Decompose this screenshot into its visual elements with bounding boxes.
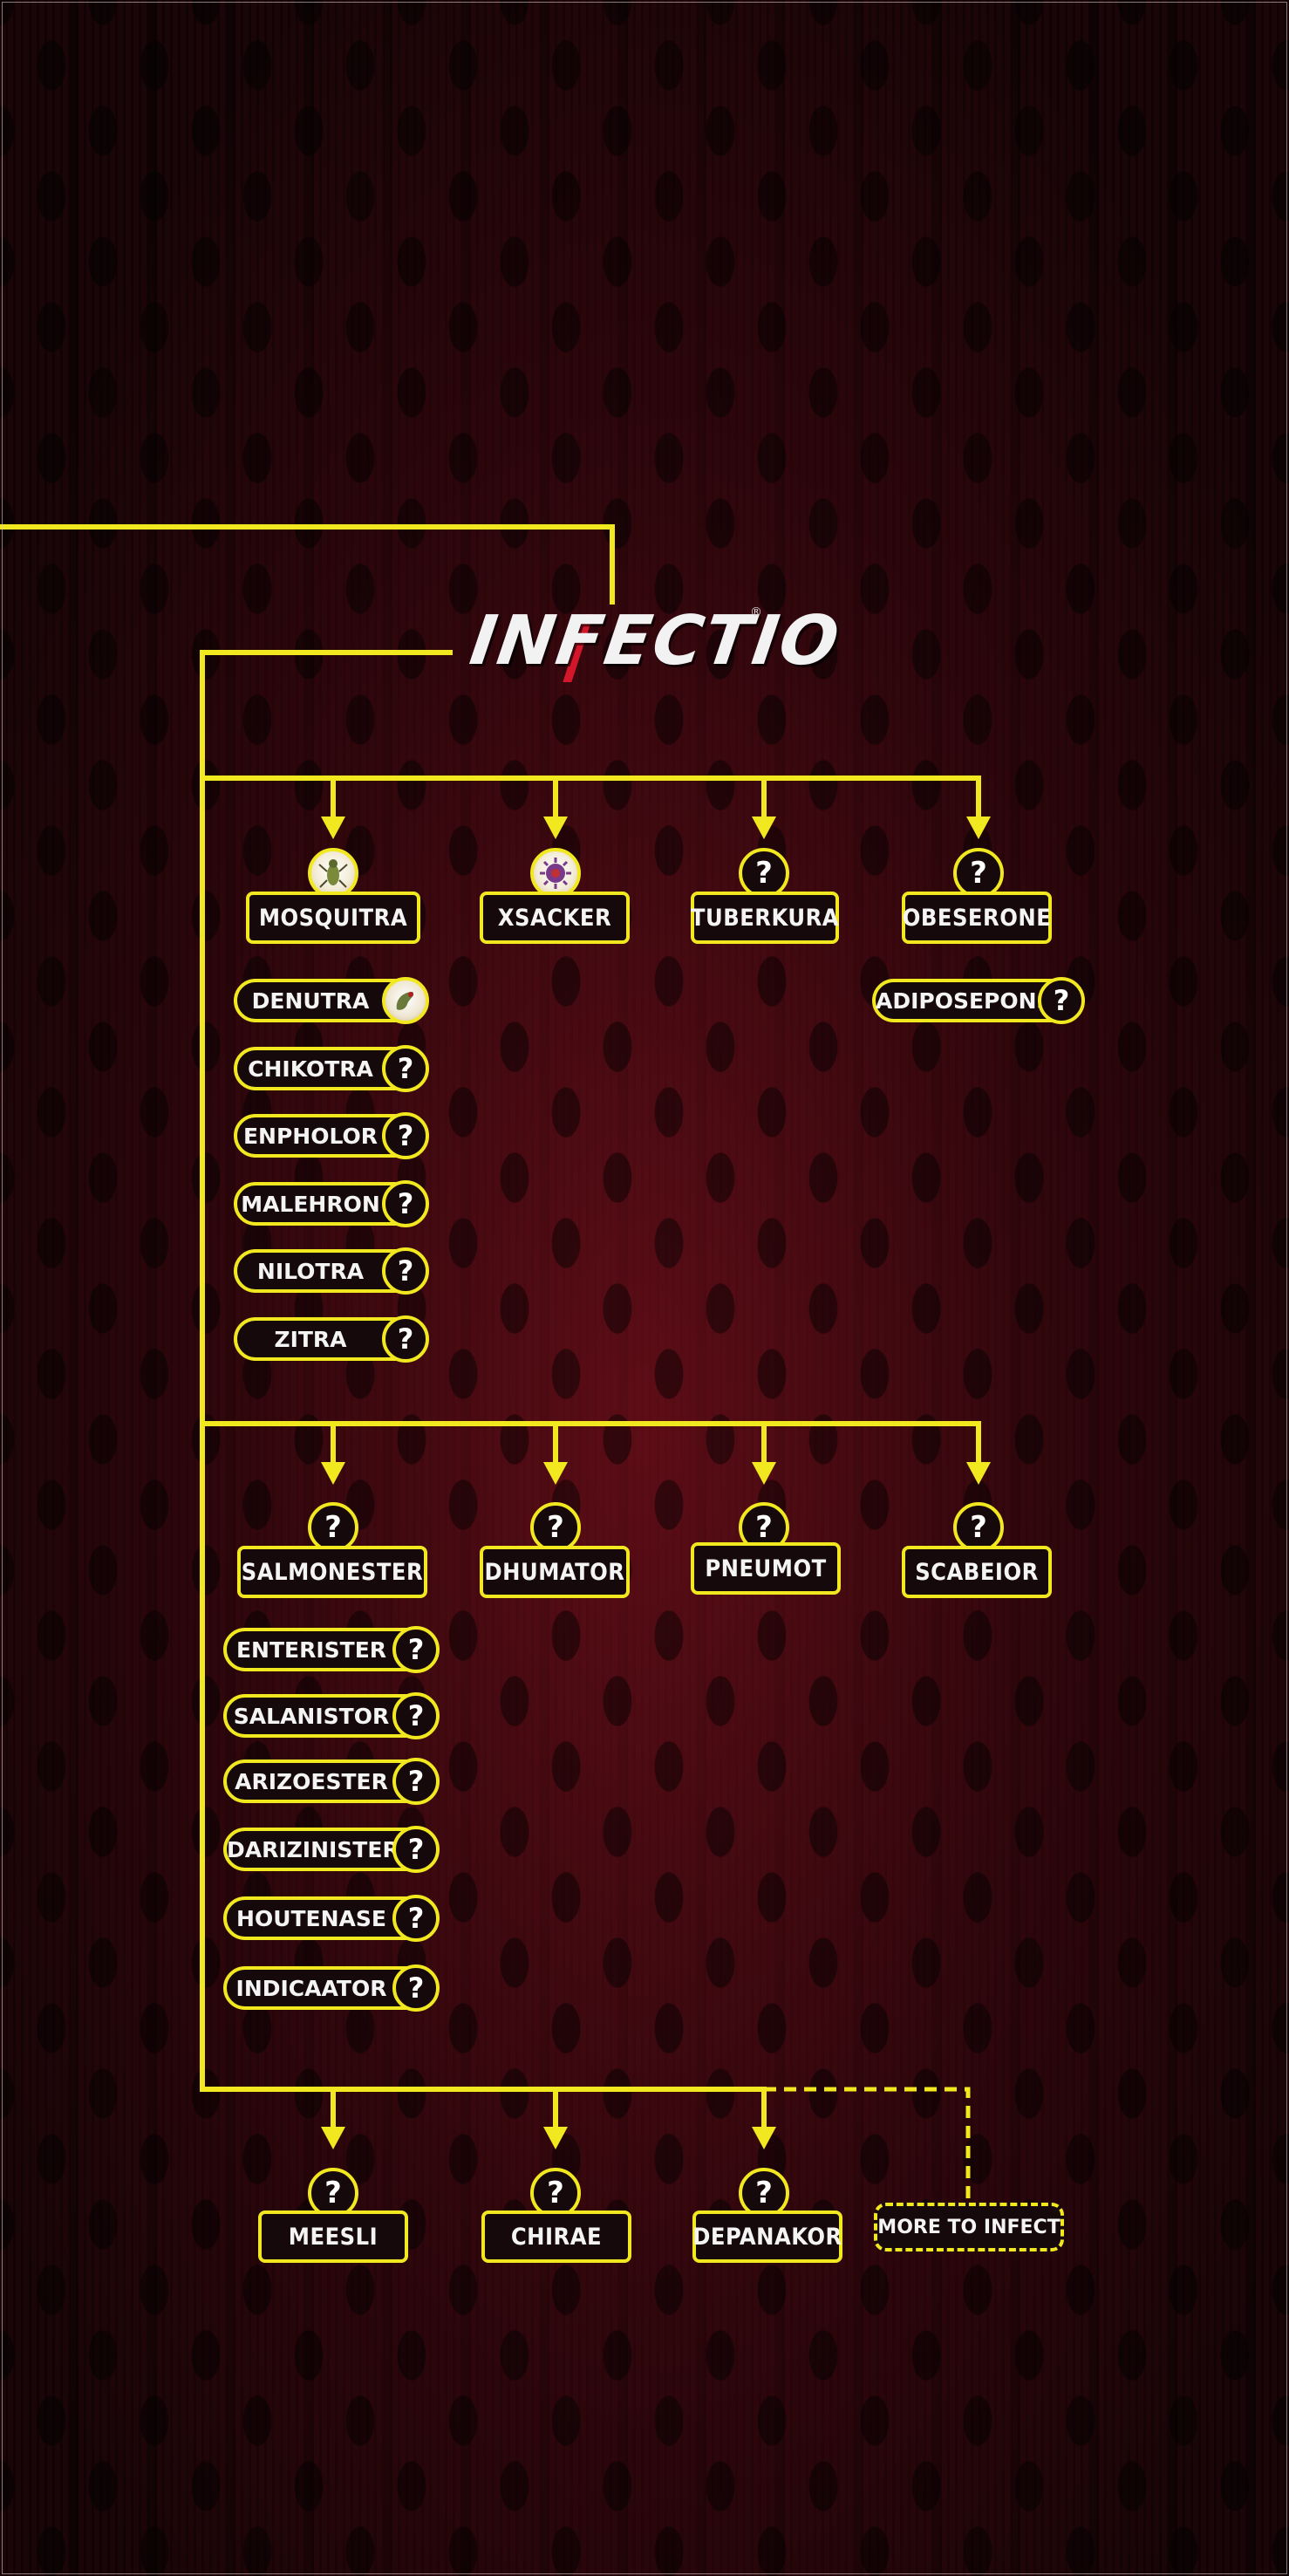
child-adiposepons[interactable]: ADIPOSEPONS ? bbox=[872, 977, 1085, 1024]
question-badge: ? bbox=[392, 1692, 440, 1739]
logo-text: INFECTIO bbox=[465, 602, 845, 680]
question-badge: ? bbox=[392, 1826, 440, 1873]
child-enterister[interactable]: ENTERISTER ? bbox=[223, 1626, 440, 1673]
logo-branch-line bbox=[200, 650, 453, 2092]
node-depanakor[interactable]: DEPANAKOR bbox=[692, 2210, 842, 2263]
infectio-logo: INFECTIO ® bbox=[466, 602, 845, 698]
node-label: SCABEIOR bbox=[915, 1558, 1039, 1586]
virus-glyph bbox=[540, 858, 571, 889]
child-label: ARIZOESTER bbox=[235, 1768, 388, 1794]
more-dashed-line bbox=[764, 2087, 971, 2203]
node-meesli[interactable]: MEESLI bbox=[258, 2210, 408, 2263]
node-pneumot[interactable]: PNEUMOT bbox=[691, 1542, 841, 1595]
question-badge: ? bbox=[382, 1247, 429, 1295]
node-label: MEESLI bbox=[288, 2223, 379, 2251]
child-indicaator[interactable]: INDICAATOR ? bbox=[223, 1964, 440, 2012]
more-to-infect-button[interactable]: MORE TO INFECT bbox=[874, 2203, 1064, 2251]
node-xsacker[interactable]: XSACKER bbox=[480, 892, 630, 944]
child-label: CHIKOTRA bbox=[248, 1056, 373, 1082]
node-label: DHUMATOR bbox=[484, 1558, 625, 1586]
child-chikotra[interactable]: CHIKOTRA ? bbox=[234, 1045, 429, 1092]
entry-line bbox=[0, 524, 615, 605]
node-dhumator[interactable]: DHUMATOR bbox=[480, 1546, 630, 1598]
child-darizinister[interactable]: DARIZINISTER ? bbox=[223, 1826, 440, 1873]
node-label: CHIRAE bbox=[510, 2223, 603, 2251]
child-label: ZITRA bbox=[274, 1326, 347, 1352]
node-mosquitra[interactable]: MOSQUITRA bbox=[246, 892, 420, 944]
child-label: ADIPOSEPONS bbox=[876, 987, 1053, 1014]
child-label: ENTERISTER bbox=[235, 1636, 387, 1663]
node-label: OBESERONE bbox=[902, 904, 1052, 932]
question-badge: ? bbox=[382, 1180, 429, 1227]
node-label: DEPANAKOR bbox=[692, 2223, 842, 2251]
child-label: DENUTRA bbox=[251, 987, 370, 1014]
node-label: SALMONESTER bbox=[241, 1558, 424, 1586]
child-denutra[interactable]: DENUTRA bbox=[234, 977, 429, 1024]
child-enpholor[interactable]: ENPHOLOR ? bbox=[234, 1112, 429, 1159]
question-badge: ? bbox=[382, 1315, 429, 1363]
parasite-icon bbox=[382, 977, 429, 1024]
question-badge[interactable]: ? bbox=[739, 2168, 789, 2218]
question-badge: ? bbox=[392, 1626, 440, 1673]
child-label: SALANISTOR bbox=[233, 1703, 390, 1729]
node-label: PNEUMOT bbox=[705, 1554, 827, 1582]
node-label: TUBERKURA bbox=[690, 904, 840, 932]
child-nilotra[interactable]: NILOTRA ? bbox=[234, 1247, 429, 1295]
node-salmonester[interactable]: SALMONESTER bbox=[237, 1546, 427, 1598]
child-arizoester[interactable]: ARIZOESTER ? bbox=[223, 1758, 440, 1805]
node-tuberkura[interactable]: TUBERKURA bbox=[691, 892, 839, 944]
child-label: MALEHRON bbox=[241, 1191, 380, 1217]
mosquito-icon[interactable] bbox=[308, 848, 358, 899]
child-houtenase[interactable]: HOUTENASE ? bbox=[223, 1895, 440, 1942]
registered-mark: ® bbox=[750, 605, 762, 619]
child-salanistor[interactable]: SALANISTOR ? bbox=[223, 1692, 440, 1739]
child-label: NILOTRA bbox=[256, 1258, 365, 1284]
node-chirae[interactable]: CHIRAE bbox=[481, 2210, 631, 2263]
child-label: INDICAATOR bbox=[235, 1975, 387, 2001]
virus-icon[interactable] bbox=[530, 848, 581, 899]
child-label: ENPHOLOR bbox=[242, 1123, 379, 1149]
question-badge: ? bbox=[1038, 977, 1085, 1024]
question-badge[interactable]: ? bbox=[953, 848, 1004, 899]
parasite-glyph bbox=[396, 992, 414, 1010]
question-badge: ? bbox=[392, 1964, 440, 2012]
question-badge[interactable]: ? bbox=[739, 848, 789, 899]
question-badge: ? bbox=[382, 1045, 429, 1092]
node-scabeior[interactable]: SCABEIOR bbox=[902, 1546, 1052, 1598]
question-badge: ? bbox=[382, 1112, 429, 1159]
question-badge[interactable]: ? bbox=[308, 2168, 358, 2218]
question-badge: ? bbox=[392, 1895, 440, 1942]
child-malehron[interactable]: MALEHRON ? bbox=[234, 1180, 429, 1227]
child-label: DARIZINISTER bbox=[227, 1836, 399, 1862]
node-obeserone[interactable]: OBESERONE bbox=[902, 892, 1052, 944]
child-zitra[interactable]: ZITRA ? bbox=[234, 1315, 429, 1363]
question-badge: ? bbox=[392, 1758, 440, 1805]
node-label: XSACKER bbox=[497, 904, 612, 932]
child-label: HOUTENASE bbox=[236, 1905, 386, 1931]
mosquito-glyph bbox=[318, 859, 348, 888]
node-label: MOSQUITRA bbox=[258, 904, 408, 932]
question-badge[interactable]: ? bbox=[530, 2168, 581, 2218]
question-badge[interactable]: ? bbox=[308, 1502, 358, 1553]
